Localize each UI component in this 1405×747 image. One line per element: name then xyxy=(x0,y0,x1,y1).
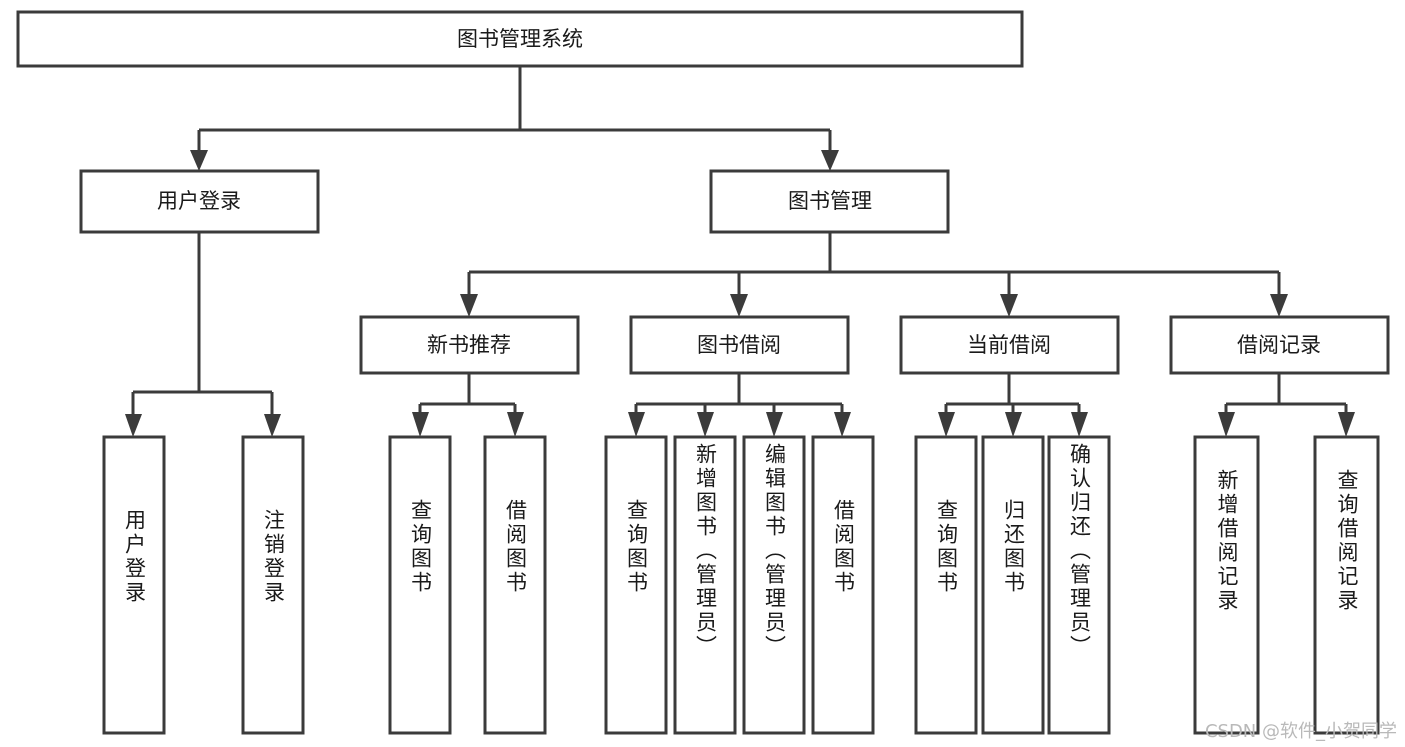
connector-group-book-borrow xyxy=(628,373,851,437)
node-root[interactable]: 图书管理系统 xyxy=(16,10,1024,68)
arrow-head-br-leaf-2 xyxy=(1338,412,1355,437)
leaf-box-user-login-2[interactable] xyxy=(241,435,305,735)
node-current-borrow-label: 当前借阅 xyxy=(967,333,1051,357)
leaf-box-book-borrow-4[interactable] xyxy=(811,435,875,735)
node-root-label: 图书管理系统 xyxy=(457,27,583,51)
arrow-head-bb-leaf-4 xyxy=(834,412,851,437)
node-new-book-recommend-label: 新书推荐 xyxy=(427,333,511,357)
leaf-box-book-borrow-3[interactable] xyxy=(742,435,806,735)
leaf-box-new-book-1[interactable] xyxy=(388,435,452,735)
node-book-manage[interactable]: 图书管理 xyxy=(709,169,950,234)
node-book-borrow-label: 图书借阅 xyxy=(697,333,781,357)
node-new-book-recommend[interactable]: 新书推荐 xyxy=(359,315,580,375)
arrow-head-cb-leaf-2 xyxy=(1005,412,1022,437)
node-user-login-box[interactable] xyxy=(79,169,320,234)
node-book-borrow-box[interactable] xyxy=(629,315,850,375)
arrow-head-new-book xyxy=(460,294,478,317)
leaf-box-new-book-2[interactable] xyxy=(483,435,547,735)
arrow-head-book-manage xyxy=(821,150,839,171)
leaf-box-user-login-1[interactable] xyxy=(102,435,166,735)
node-current-borrow[interactable]: 当前借阅 xyxy=(899,315,1120,375)
arrow-head-cb-leaf-3 xyxy=(1071,412,1088,437)
arrow-head-bb-leaf-3 xyxy=(766,412,783,437)
node-book-manage-box[interactable] xyxy=(709,169,950,234)
connector-group-new-book xyxy=(412,373,524,437)
arrow-head-borrow-record xyxy=(1270,294,1288,317)
connector-group-user-login xyxy=(125,232,281,437)
leaf-box-book-borrow-2[interactable] xyxy=(673,435,737,735)
node-borrow-record-label: 借阅记录 xyxy=(1237,333,1321,357)
leaf-box-current-borrow-3[interactable] xyxy=(1047,435,1111,735)
node-borrow-record-box[interactable] xyxy=(1169,315,1390,375)
connector-group-book-manage xyxy=(460,232,1288,317)
node-new-book-recommend-box[interactable] xyxy=(359,315,580,375)
node-book-manage-label: 图书管理 xyxy=(788,189,872,213)
arrow-head-br-leaf-1 xyxy=(1218,412,1235,437)
arrow-head-leaf-user-login xyxy=(125,414,142,437)
connector-group-current-borrow xyxy=(938,373,1088,437)
arrow-head-nb-leaf-2 xyxy=(507,412,524,437)
leaf-box-current-borrow-1[interactable] xyxy=(914,435,978,735)
leaf-box-book-borrow-1[interactable] xyxy=(604,435,668,735)
leaf-box-borrow-record-1[interactable] xyxy=(1193,435,1260,735)
node-root-box[interactable] xyxy=(16,10,1024,68)
node-user-login-label: 用户登录 xyxy=(157,189,241,213)
arrow-head-leaf-logout xyxy=(264,414,281,437)
arrow-head-bb-leaf-1 xyxy=(628,412,645,437)
node-current-borrow-box[interactable] xyxy=(899,315,1120,375)
leaf-box-borrow-record-2[interactable] xyxy=(1313,435,1380,735)
arrow-head-current-borrow xyxy=(1000,294,1018,317)
csdn-watermark: CSDN @软件_小贺同学 xyxy=(1204,721,1397,742)
connector-group-root xyxy=(190,66,839,171)
arrow-head-nb-leaf-1 xyxy=(412,412,429,437)
node-borrow-record[interactable]: 借阅记录 xyxy=(1169,315,1390,375)
connector-group-borrow-record xyxy=(1218,373,1355,437)
arrow-head-bb-leaf-2 xyxy=(697,412,714,437)
leaf-box-current-borrow-2[interactable] xyxy=(981,435,1045,735)
arrow-head-book-borrow xyxy=(730,294,748,317)
node-book-borrow[interactable]: 图书借阅 xyxy=(629,315,850,375)
arrow-head-cb-leaf-1 xyxy=(938,412,955,437)
arrow-head-user-login xyxy=(190,150,208,171)
node-user-login[interactable]: 用户登录 xyxy=(79,169,320,234)
